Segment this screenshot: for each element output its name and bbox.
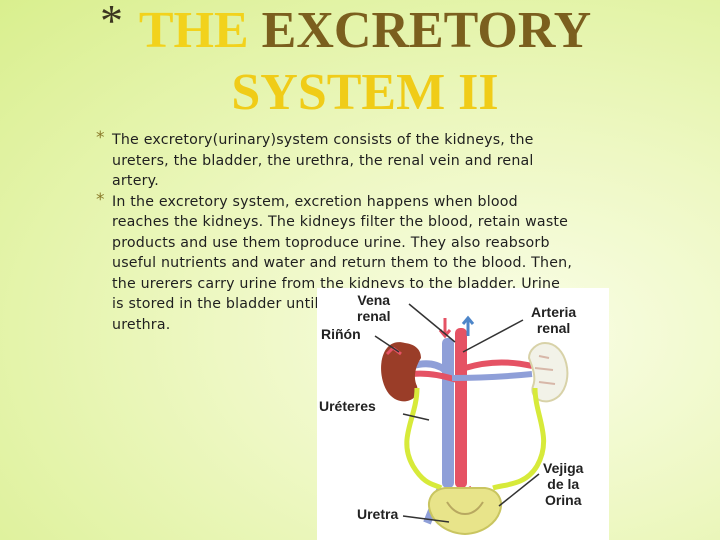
label-vejiga-line3: Orina: [544, 492, 582, 508]
label-uretra-text: Uretra: [357, 506, 399, 522]
title-bullet: *: [100, 0, 123, 46]
right-ureter-shape: [492, 387, 547, 491]
label-arteria-line1: Arteria: [531, 304, 577, 320]
label-rinon: Riñón: [321, 326, 361, 342]
bladder-shape: [428, 487, 502, 536]
title-word-system: SYSTEM II: [231, 64, 499, 121]
bullet-text: In the excretory system, excretion happe…: [112, 193, 573, 333]
label-vena-renal: Vena renal: [357, 292, 390, 324]
bullet-item: * In the excretory system, excretion hap…: [96, 189, 576, 336]
label-uretra: Uretra: [357, 506, 398, 522]
label-ureteres: Uréteres: [319, 398, 376, 414]
label-vena-line1: Vena: [357, 292, 391, 308]
title-word-excretory: EXCRETORY: [261, 2, 592, 59]
bullet-text: The excretory(urinary)system consists of…: [112, 132, 534, 189]
vena-cava-shape: [442, 338, 454, 488]
bullet-marker: *: [96, 189, 105, 210]
bullet-item: * The excretory(urinary)system consists …: [96, 128, 576, 192]
title-word-the: THE: [138, 2, 249, 59]
bullet-list: * The excretory(urinary)system consists …: [96, 128, 576, 336]
left-kidney-shape: [381, 342, 421, 402]
label-rinon-text: Riñón: [321, 326, 361, 342]
label-vejiga-line2: de la: [547, 476, 580, 492]
label-vejiga-de-la-orina: Vejiga de la Orina: [543, 460, 583, 508]
slide-title: THE EXCRETORY SYSTEM II: [130, 0, 600, 124]
urinary-system-illustration: [374, 303, 569, 536]
label-arteria-renal: Arteria renal: [531, 304, 576, 336]
label-arteria-line2: renal: [536, 320, 571, 336]
label-vejiga-line1: Vejiga: [543, 460, 584, 476]
urinary-system-diagram: Vena renal Arteria renal Riñón Uréteres …: [317, 288, 609, 540]
label-ureteres-text: Uréteres: [319, 398, 376, 414]
left-ureter-shape: [404, 387, 443, 491]
right-kidney-shape: [527, 341, 569, 403]
label-vena-line2: renal: [357, 308, 391, 324]
aorta-shape: [455, 328, 467, 488]
bullet-marker: *: [96, 128, 105, 148]
